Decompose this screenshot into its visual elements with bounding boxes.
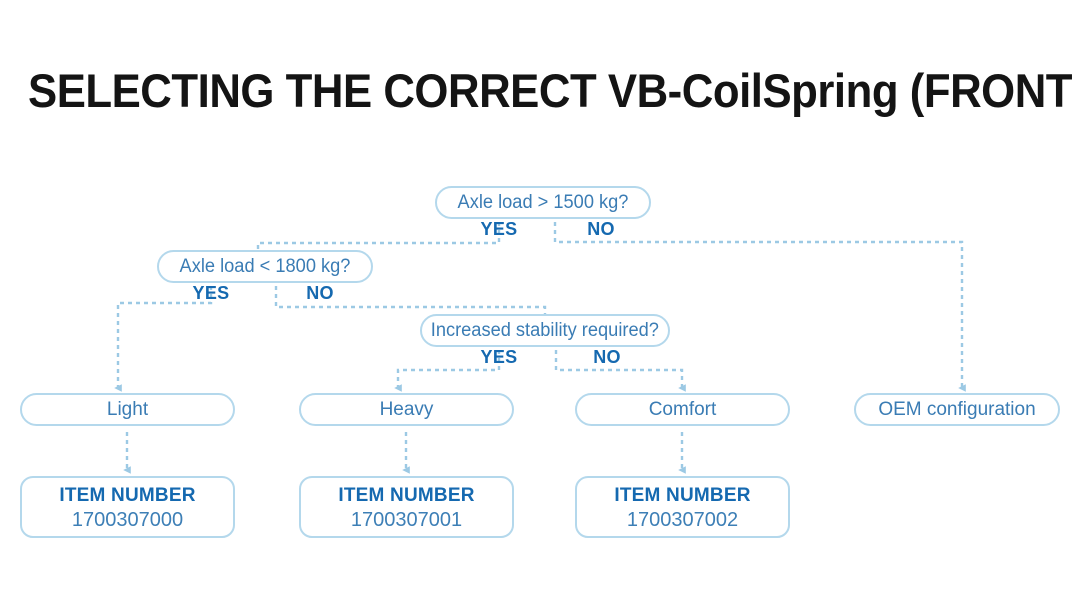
item-number-value: 1700307002 (626, 508, 739, 531)
result-node-label: OEM configuration (878, 398, 1036, 420)
decision-node-axle-load-1500[interactable]: Axle load > 1500 kg? (435, 186, 651, 219)
result-node-label: Comfort (648, 398, 717, 420)
item-number-box-heavy[interactable]: ITEM NUMBER 1700307001 (299, 476, 514, 538)
edge-d3-no-to-comfort (554, 350, 686, 392)
page-title: SELECTING THE CORRECT VB-CoilSpring (FRO… (28, 64, 1080, 117)
item-number-box-comfort[interactable]: ITEM NUMBER 1700307002 (575, 476, 790, 538)
item-number-value: 1700307001 (350, 508, 463, 531)
item-number-value: 1700307000 (71, 508, 184, 531)
item-number-heading: ITEM NUMBER (59, 484, 196, 506)
result-node-label: Heavy (379, 398, 434, 420)
decision-node-label: Increased stability required? (430, 319, 660, 341)
branch-label-d3-yes: YES (480, 347, 518, 367)
branch-label-d2-yes: YES (192, 283, 230, 303)
item-number-heading: ITEM NUMBER (614, 484, 751, 506)
result-node-label: Light (106, 398, 149, 420)
edge-d1-yes-to-d2 (256, 222, 501, 252)
result-node-heavy[interactable]: Heavy (299, 393, 514, 426)
branch-label-d2-no: NO (306, 283, 334, 303)
branch-label-d1-no: NO (587, 219, 615, 239)
item-number-heading: ITEM NUMBER (338, 484, 475, 506)
result-node-oem-configuration[interactable]: OEM configuration (854, 393, 1060, 426)
decision-node-label: Axle load > 1500 kg? (457, 191, 629, 213)
branch-label-d3-no: NO (593, 347, 621, 367)
edge-d2-no-to-d3 (274, 286, 547, 316)
edge-d3-yes-to-heavy (394, 350, 501, 392)
result-node-comfort[interactable]: Comfort (575, 393, 790, 426)
edge-d1-no-to-oem (553, 222, 966, 392)
result-node-light[interactable]: Light (20, 393, 235, 426)
decision-node-axle-load-1800[interactable]: Axle load < 1800 kg? (157, 250, 373, 283)
edge-d2-yes-to-light (114, 286, 213, 392)
branch-label-d1-yes: YES (480, 219, 518, 239)
decision-node-increased-stability[interactable]: Increased stability required? (420, 314, 670, 347)
item-number-box-light[interactable]: ITEM NUMBER 1700307000 (20, 476, 235, 538)
decision-node-label: Axle load < 1800 kg? (179, 255, 351, 277)
